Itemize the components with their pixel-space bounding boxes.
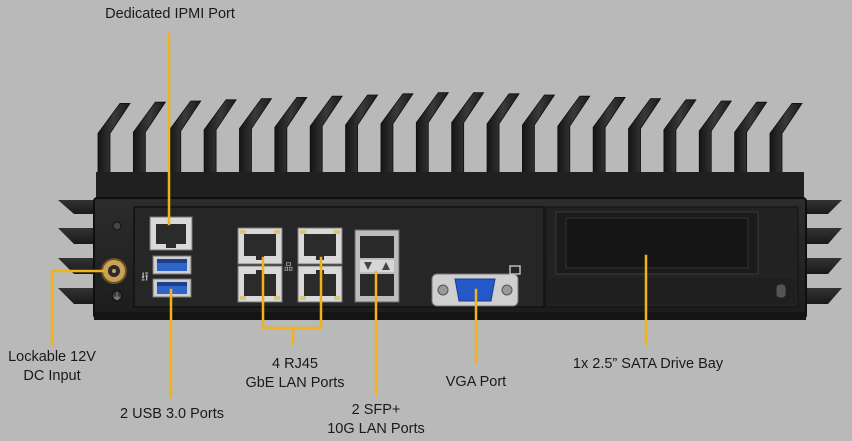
heatsink-fin: [415, 92, 450, 181]
heatsink-fin: [239, 98, 273, 181]
rj45-port-3[interactable]: [237, 265, 283, 303]
heatsink-fin: [97, 103, 131, 181]
dc-input-jack[interactable]: [101, 258, 127, 284]
heatsink-fin: [345, 94, 379, 181]
ground-symbol-icon: ⏚: [112, 291, 122, 303]
heatsink-fin: [274, 97, 308, 181]
callout-drive-bay-label: 1x 2.5” SATA Drive Bay: [548, 355, 748, 374]
usb-symbol-icon: ⭿: [141, 270, 149, 284]
callout-ipmi-label: Dedicated IPMI Port: [60, 5, 280, 24]
callout-lines: [50, 32, 648, 398]
heatsink-fin: [663, 99, 697, 181]
heatsink-fin: [734, 101, 768, 181]
chassis-bottom-lip: [94, 312, 806, 320]
callout-vga-label: VGA Port: [420, 373, 532, 392]
screw-bottom-left: [111, 290, 123, 302]
callout-text-line: VGA Port: [445, 374, 507, 390]
heatsink-fin: [309, 95, 343, 181]
heatsink-base: [96, 172, 804, 198]
screw-left: [112, 221, 122, 231]
heatsink-fin: [168, 100, 202, 181]
callout-text-line: 2 USB 3.0 Ports: [120, 406, 224, 422]
heatsink-fin: [486, 93, 520, 181]
heatsink-fin: [451, 92, 485, 181]
callout-text-line: DC Input: [23, 368, 81, 384]
usb-port-bottom[interactable]: [152, 278, 192, 298]
rj45-port-1[interactable]: [237, 227, 283, 265]
usb-port-top[interactable]: [152, 255, 192, 275]
callout-line-dc: [50, 269, 105, 347]
callout-text-line: 1x 2.5” SATA Drive Bay: [572, 356, 724, 372]
heatsink-fin: [769, 103, 803, 181]
heatsink-fin: [132, 101, 167, 181]
heatsink-fin: [628, 98, 662, 181]
callout-text-line: 10G LAN Ports: [327, 421, 425, 437]
callout-text-line: GbE LAN Ports: [245, 375, 345, 391]
ipmi-port[interactable]: [149, 216, 193, 251]
callout-text-line: Lockable 12V: [8, 349, 96, 365]
callout-sfp-label: 2 SFP+ 10G LAN Ports: [306, 401, 446, 439]
heatsink-fins: [97, 92, 803, 181]
heatsink-fin: [557, 95, 591, 181]
monitor-symbol-icon: [509, 265, 521, 275]
heatsink-fin: [380, 93, 414, 181]
heatsink-fin: [203, 99, 237, 181]
callout-text-line: 2 SFP+: [351, 402, 401, 418]
callout-text-line: Dedicated IPMI Port: [105, 6, 235, 22]
side-fins-left: [58, 200, 96, 304]
network-symbol-icon: 品: [284, 262, 293, 273]
drive-bay[interactable]: [545, 206, 799, 308]
side-fins-right: [802, 200, 842, 304]
heatsink-fin: [592, 97, 626, 181]
kensington-lock-icon[interactable]: [775, 283, 787, 299]
callout-dc-input-label: Lockable 12V DC Input: [2, 348, 102, 386]
callout-text-line: 4 RJ45: [272, 356, 318, 372]
heatsink-fin: [698, 100, 733, 181]
callout-usb-label: 2 USB 3.0 Ports: [92, 405, 252, 424]
heatsink-fin: [522, 94, 556, 181]
